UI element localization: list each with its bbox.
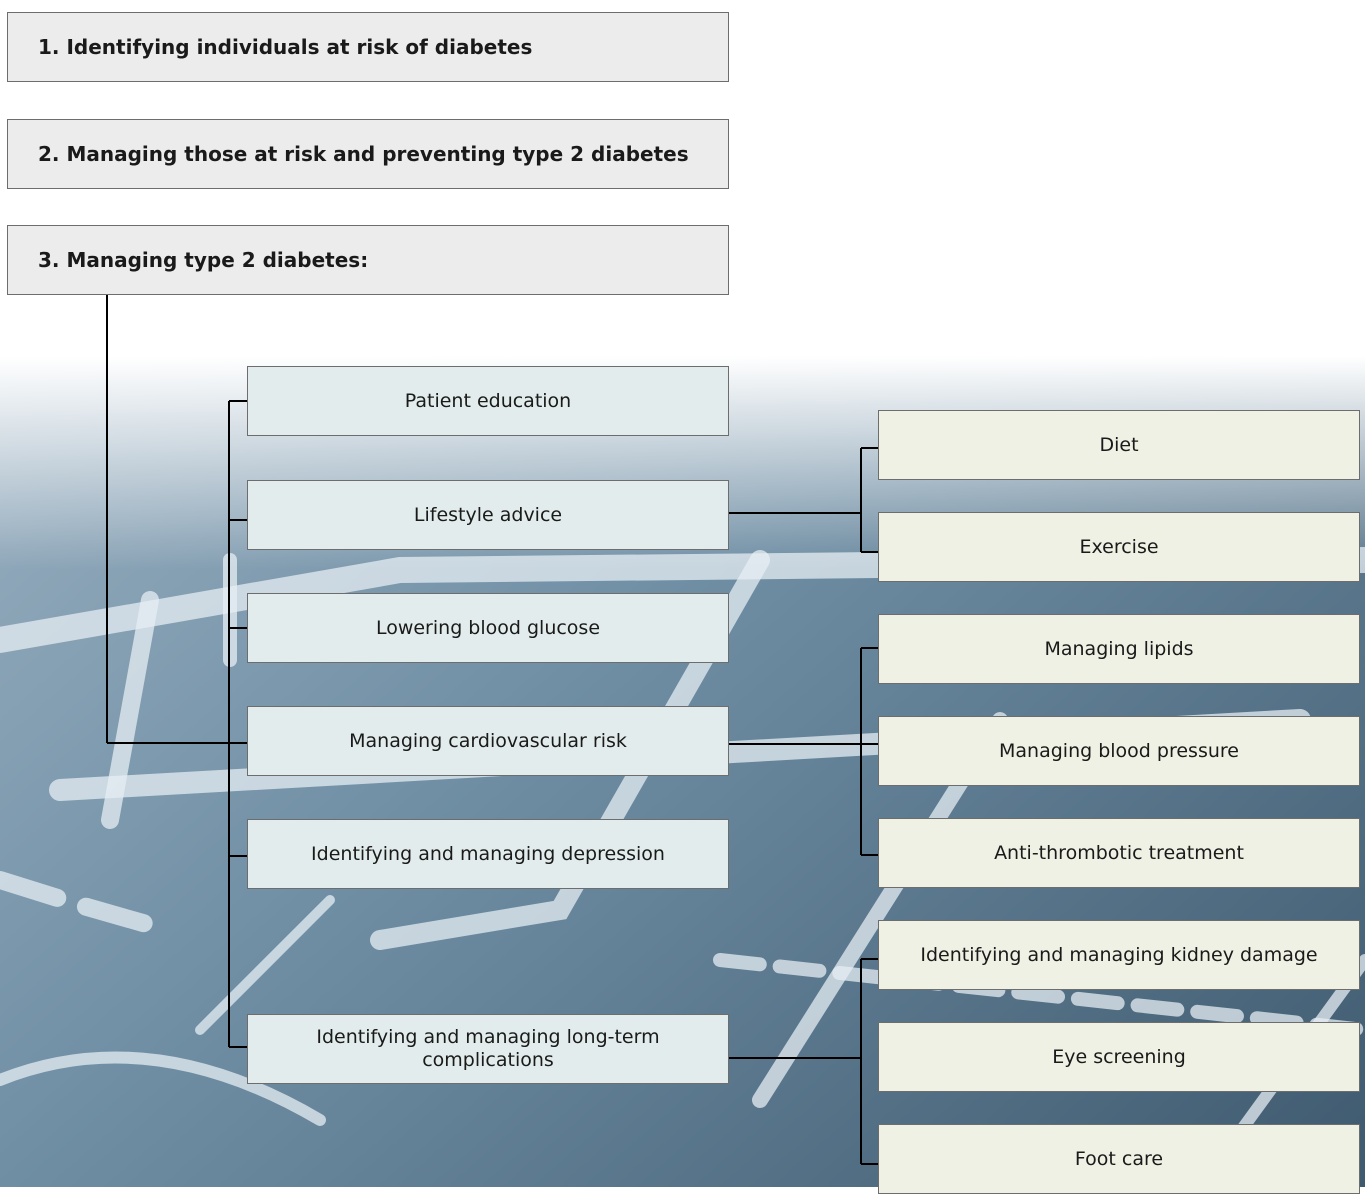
sub-kidney-damage: Identifying and managing kidney damage: [878, 920, 1360, 990]
sub-anti-thrombotic: Anti-thrombotic treatment: [878, 818, 1360, 888]
sub-diet: Diet: [878, 410, 1360, 480]
sub-label: Foot care: [1074, 1148, 1164, 1170]
component-lifestyle-advice: Lifestyle advice: [247, 480, 729, 550]
component-patient-education: Patient education: [247, 366, 729, 436]
step-3-label: 3. Managing type 2 diabetes:: [38, 248, 369, 272]
sub-exercise: Exercise: [878, 512, 1360, 582]
sub-eye-screening: Eye screening: [878, 1022, 1360, 1092]
sub-managing-blood-pressure: Managing blood pressure: [878, 716, 1360, 786]
sub-label: Eye screening: [1052, 1046, 1186, 1068]
component-label: Lifestyle advice: [413, 503, 563, 526]
sub-label: Managing lipids: [1044, 638, 1194, 660]
step-1-label: 1. Identifying individuals at risk of di…: [38, 35, 533, 59]
component-label: Managing cardiovascular risk: [349, 729, 627, 752]
component-depression: Identifying and managing depression: [247, 819, 729, 889]
component-label: Identifying and managing depression: [311, 842, 665, 865]
sub-label: Diet: [1099, 434, 1139, 456]
step-1-box: 1. Identifying individuals at risk of di…: [7, 12, 729, 82]
sub-managing-lipids: Managing lipids: [878, 614, 1360, 684]
component-lowering-blood-glucose: Lowering blood glucose: [247, 593, 729, 663]
component-cardiovascular-risk: Managing cardiovascular risk: [247, 706, 729, 776]
sub-label: Anti-thrombotic treatment: [994, 842, 1244, 864]
component-label: Patient education: [404, 389, 572, 412]
step-2-label: 2. Managing those at risk and preventing…: [38, 142, 689, 166]
sub-label: Exercise: [1079, 536, 1159, 558]
component-label: Identifying and managing long-term compl…: [316, 1026, 660, 1071]
step-2-box: 2. Managing those at risk and preventing…: [7, 119, 729, 189]
sub-label: Managing blood pressure: [999, 740, 1239, 762]
component-long-term-complications: Identifying and managing long-term compl…: [247, 1014, 729, 1084]
component-label: Lowering blood glucose: [375, 616, 601, 639]
sub-label: Identifying and managing kidney damage: [920, 944, 1318, 966]
step-3-box: 3. Managing type 2 diabetes:: [7, 225, 729, 295]
sub-foot-care: Foot care: [878, 1124, 1360, 1194]
